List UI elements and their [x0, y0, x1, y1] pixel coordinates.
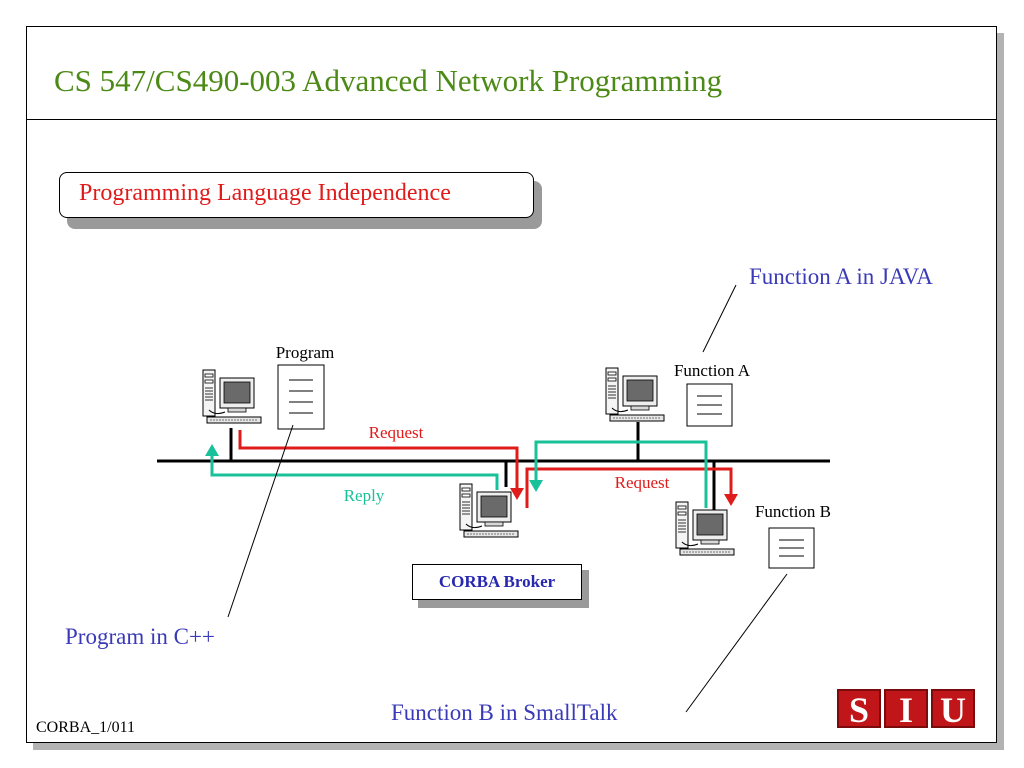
slide-title: CS 547/CS490-003 Advanced Network Progra… — [54, 63, 723, 98]
slide-id: CORBA_1/011 — [36, 719, 135, 736]
reply-arrow-1-head — [205, 444, 219, 456]
function-b-computer-icon — [675, 501, 735, 556]
reply-label: Reply — [344, 486, 385, 505]
leader-line-function-a — [702, 284, 737, 353]
function-a-computer-icon — [605, 367, 665, 422]
reply-arrow-1 — [210, 447, 499, 490]
logo-letter: U — [931, 689, 975, 730]
request-label-1: Request — [369, 423, 424, 442]
function-a-label: Function A — [674, 361, 751, 380]
leader-line-function-b — [685, 573, 788, 713]
function-b-document-icon — [768, 527, 815, 569]
program-label: Program — [276, 343, 335, 362]
reply-arrow-2 — [534, 440, 708, 508]
function-b-label: Function B — [755, 502, 831, 521]
logo-letter: I — [884, 689, 928, 730]
request-label-2: Request — [615, 473, 670, 492]
broker-label-box: CORBA Broker — [412, 564, 582, 600]
logo-letter: S — [837, 689, 881, 730]
subtitle-text: Programming Language Independence — [79, 180, 451, 206]
slide: CS 547/CS490-003 Advanced Network Progra… — [26, 26, 997, 743]
subtitle-box: Programming Language Independence — [59, 172, 534, 218]
annotation-function-a-java: Function A in JAVA — [749, 264, 933, 289]
request-arrow-1-head — [510, 488, 524, 500]
request-arrow-1 — [238, 430, 519, 497]
request-arrow-2-head — [724, 494, 738, 506]
broker-computer-icon — [459, 483, 519, 538]
annotation-program-cpp: Program in C++ — [65, 624, 215, 649]
program-document-icon — [277, 364, 325, 430]
function-a-document-icon — [686, 383, 733, 427]
siu-logo: S I U — [837, 689, 975, 730]
leader-line-program — [227, 424, 294, 618]
header-divider — [27, 119, 996, 120]
request-arrow-2 — [525, 467, 733, 508]
reply-arrow-2-head — [529, 480, 543, 492]
program-computer-icon — [202, 369, 262, 424]
annotation-function-b-smalltalk: Function B in SmallTalk — [391, 700, 618, 725]
broker-label: CORBA Broker — [438, 572, 556, 591]
